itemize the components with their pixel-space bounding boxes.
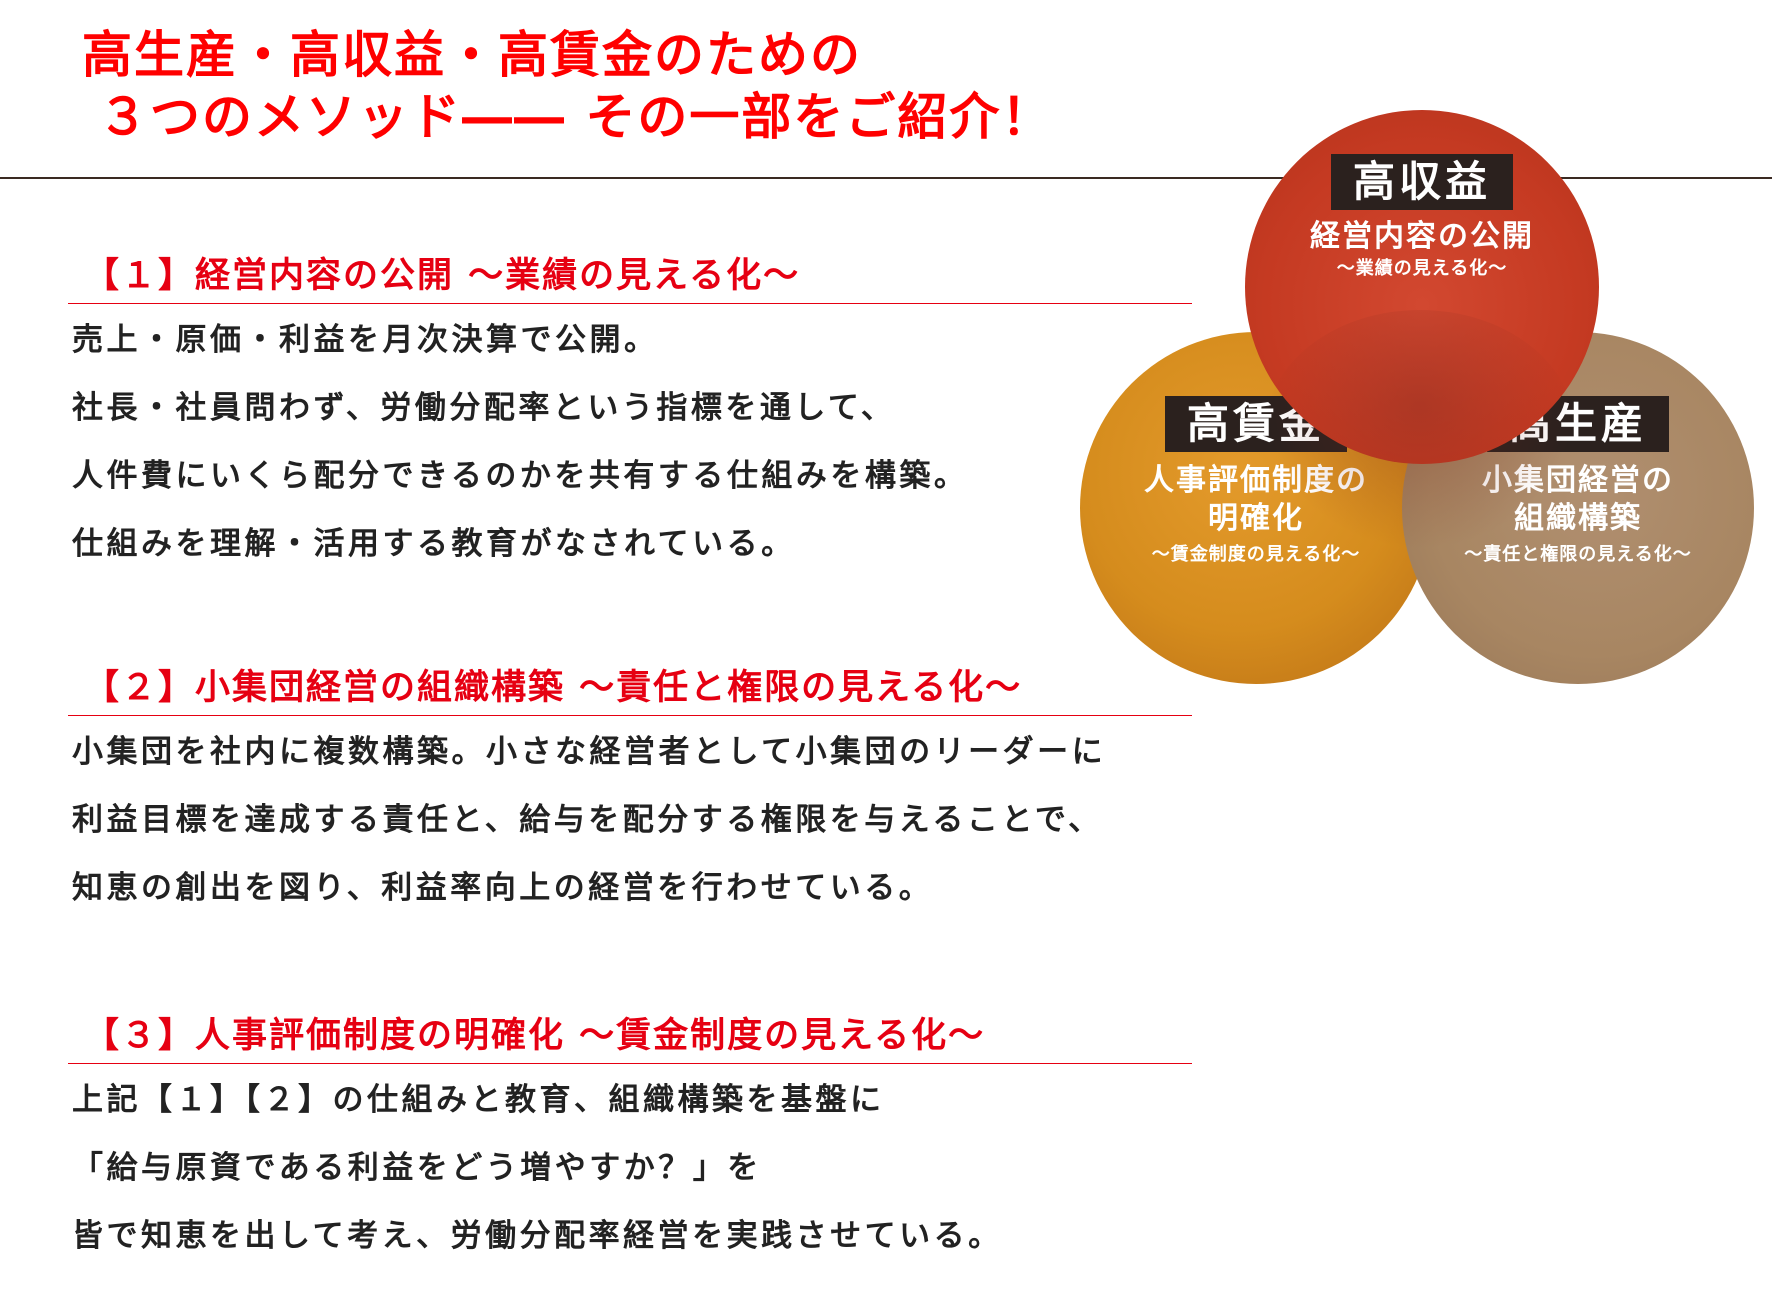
section-1-line: 人件費にいくら配分できるのかを共有する仕組みを構築。	[72, 458, 969, 494]
section-2-line: 利益目標を達成する責任と、給与を配分する権限を与えることで、	[72, 802, 1103, 838]
section-3-line: 「給与原資である利益をどう増やすか？」を	[72, 1150, 762, 1186]
section-2-body: 小集団を社内に複数構築。小さな経営者として小集団のリーダーに 利益目標を達成する…	[68, 732, 1192, 936]
circle-high-productivity-sub: ～責任と権限の見える化～	[1464, 544, 1692, 565]
circle-high-productivity-name: 小集団経営の 組織構築	[1402, 462, 1754, 538]
circle-high-productivity: 高生産 小集団経営の 組織構築 ～責任と権限の見える化～	[1402, 332, 1754, 684]
circle-high-wage-sub: ～賃金制度の見える化～	[1151, 544, 1361, 565]
section-1-line: 仕組みを理解・活用する教育がなされている。	[72, 526, 796, 562]
header-divider	[0, 177, 1772, 179]
section-3-line: 皆で知恵を出して考え、労働分配率経営を実践させている。	[72, 1218, 1003, 1254]
section-3-body: 上記【１】【２】の仕組みと教育、組織構築を基盤に 「給与原資である利益をどう増や…	[68, 1080, 1192, 1284]
section-1: 【１】経営内容の公開 ～業績の見える化～ 売上・原価・利益を月次決算で公開。 社…	[68, 252, 1192, 592]
venn-diagram: 高賃金 人事評価制度の 明確化 ～賃金制度の見える化～ 高生産 小集団経営の 組…	[1070, 110, 1772, 710]
page-title: 高生産・高収益・高賃金のための ３つのメソッド―― その一部をご紹介！	[82, 24, 1053, 148]
circle-high-wage-name-line-2: 明確化	[1208, 501, 1304, 536]
title-line-2: ３つのメソッド―― その一部をご紹介！	[98, 88, 1054, 146]
section-1-body: 売上・原価・利益を月次決算で公開。 社長・社員問わず、労働分配率という指標を通し…	[68, 320, 1192, 592]
section-1-line: 社長・社員問わず、労働分配率という指標を通して、	[72, 390, 896, 426]
section-3: 【３】人事評価制度の明確化 ～賃金制度の見える化～ 上記【１】【２】の仕組みと教…	[68, 1012, 1192, 1284]
section-1-heading: 【１】経営内容の公開 ～業績の見える化～	[68, 252, 1192, 304]
section-2-line: 知恵の創出を図り、利益率向上の経営を行わせている。	[72, 870, 934, 906]
circle-high-productivity-name-line-2: 組織構築	[1514, 501, 1642, 536]
section-2: 【２】小集団経営の組織構築 ～責任と権限の見える化～ 小集団を社内に複数構築。小…	[68, 664, 1192, 936]
circle-high-profit-name: 経営内容の公開	[1310, 219, 1534, 254]
circle-high-wage-name-line-1: 人事評価制度の	[1144, 463, 1368, 498]
section-2-heading: 【２】小集団経営の組織構築 ～責任と権限の見える化～	[68, 664, 1192, 716]
title-line-1: 高生産・高収益・高賃金のための	[82, 26, 862, 84]
circle-high-profit: 高収益 経営内容の公開 ～業績の見える化～	[1245, 110, 1599, 464]
section-3-line: 上記【１】【２】の仕組みと教育、組織構築を基盤に	[72, 1082, 885, 1118]
circle-high-profit-tag: 高収益	[1330, 154, 1513, 210]
circle-high-productivity-name-line-1: 小集団経営の	[1482, 463, 1674, 498]
section-3-heading: 【３】人事評価制度の明確化 ～賃金制度の見える化～	[68, 1012, 1192, 1064]
section-2-line: 小集団を社内に複数構築。小さな経営者として小集団のリーダーに	[72, 734, 1107, 770]
section-1-line: 売上・原価・利益を月次決算で公開。	[72, 322, 659, 358]
circle-high-profit-sub: ～業績の見える化～	[1336, 258, 1508, 279]
circle-high-wage-name: 人事評価制度の 明確化	[1080, 462, 1432, 538]
